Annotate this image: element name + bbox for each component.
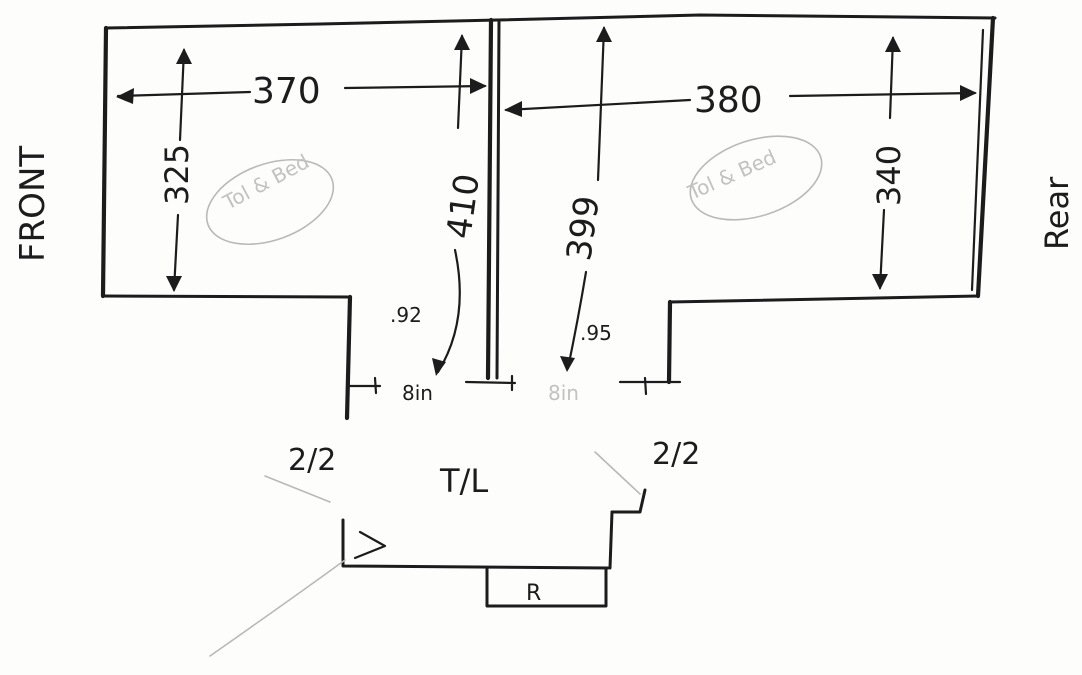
- lobby-label: T/L: [439, 462, 488, 500]
- room-right-sill-label: .95: [580, 321, 612, 345]
- room-right-width-label: 380: [694, 80, 763, 121]
- room-right-door-height-label: 399: [559, 193, 608, 263]
- room-left-depth-label: 325: [158, 144, 196, 205]
- room-left-door-height-label: 410: [439, 171, 488, 241]
- room-right-note: Tol & Bed: [683, 145, 779, 205]
- room-right-note-circle: [689, 135, 823, 221]
- room-left-door-width-label: 8in: [402, 381, 433, 405]
- wall-outline: [100, 13, 997, 657]
- lobby-right-step-label: 2/2: [652, 437, 700, 472]
- alcove-label: R: [526, 581, 541, 606]
- room-left-width-label: 370: [252, 71, 321, 112]
- room-left-note-circle: [205, 158, 335, 246]
- room-left-sill-label: .92: [390, 303, 422, 327]
- room-right-door-width-label: 8in: [548, 381, 579, 405]
- dimension-lines: [116, 26, 977, 376]
- rear-side-label: Rear: [1038, 176, 1076, 250]
- lobby-left-step-label: 2/2: [288, 443, 336, 478]
- room-right-depth-label: 340: [870, 145, 908, 206]
- room-left-note: Tol & Bed: [218, 149, 313, 215]
- front-side-label: FRONT: [13, 146, 53, 262]
